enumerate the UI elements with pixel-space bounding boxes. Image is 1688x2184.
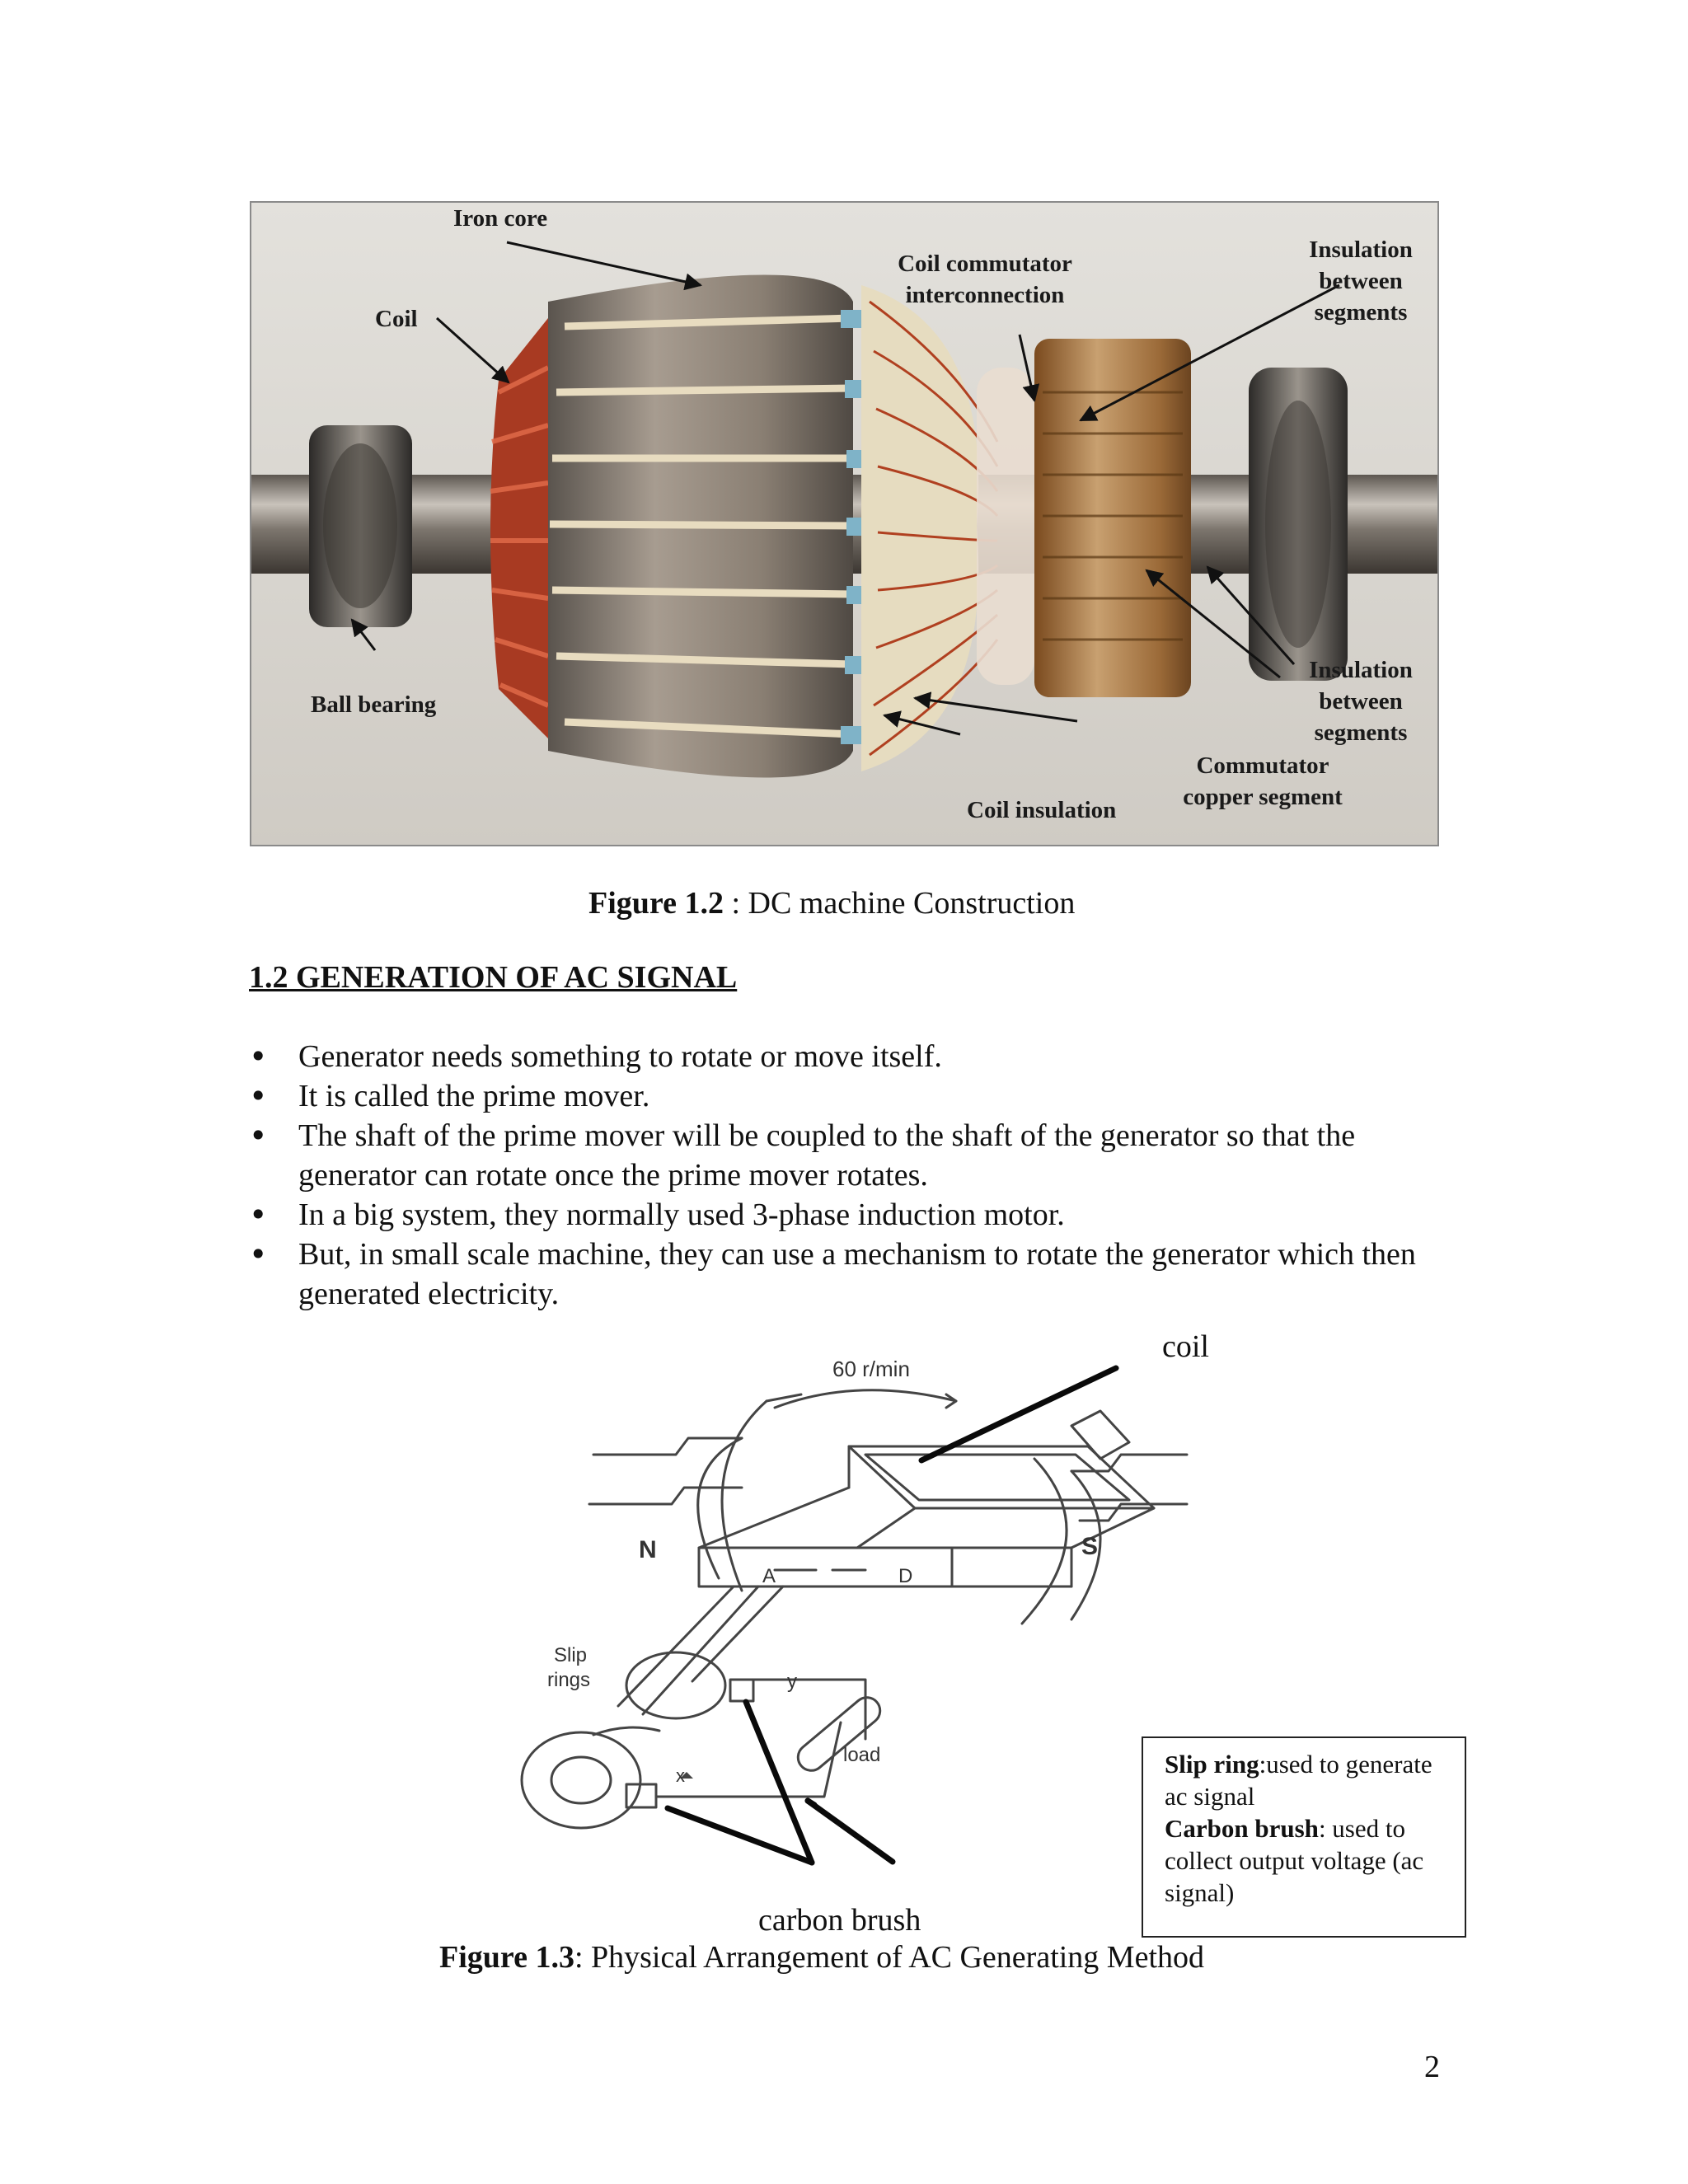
figure-1-2-caption: Figure 1.2 : DC machine Construction bbox=[588, 885, 1075, 921]
iron-core-label: Iron core bbox=[453, 205, 547, 232]
coil-label: Coil bbox=[375, 306, 418, 332]
coil-callout-label: coil bbox=[1162, 1329, 1209, 1364]
figure-1-2-caption-label: Figure 1.2 bbox=[588, 886, 724, 921]
insulation-top-label-line1: Insulation bbox=[1309, 237, 1413, 263]
point-a-label: A bbox=[762, 1565, 776, 1587]
slip-rings-label-line2: rings bbox=[547, 1669, 590, 1691]
insulation-bottom-label-line2: between bbox=[1319, 688, 1402, 715]
terminal-x-label: x bbox=[676, 1765, 685, 1786]
ball-bearing-label: Ball bearing bbox=[311, 691, 437, 718]
insulation-bottom-label-line3: segments bbox=[1315, 719, 1408, 746]
list-item: Generator needs something to rotate or m… bbox=[249, 1037, 1452, 1076]
bullet-list: Generator needs something to rotate or m… bbox=[249, 1037, 1452, 1314]
commutator-label-line2: copper segment bbox=[1183, 784, 1343, 810]
carbon-brush-callout-label: carbon brush bbox=[758, 1903, 921, 1938]
figure-1-3-caption-text: : Physical Arrangement of AC Generating … bbox=[574, 1940, 1205, 1975]
carbon-brush-term: Carbon brush bbox=[1165, 1814, 1319, 1843]
coil-insulation-label: Coil insulation bbox=[967, 797, 1116, 823]
figure-1-3-caption-label: Figure 1.3 bbox=[439, 1940, 574, 1975]
ac-generator-diagram: 60 r/min N S A D Slip rings x y load bbox=[495, 1335, 1220, 1904]
list-item: In a big system, they normally used 3-ph… bbox=[249, 1195, 1452, 1235]
insulation-top-label-line2: between bbox=[1319, 268, 1402, 294]
dc-armature-photo: Iron core Coil Coil commutator interconn… bbox=[250, 201, 1439, 846]
slip-ring-definition: :used to generate ac signal bbox=[1165, 1750, 1432, 1811]
terminal-y-label: y bbox=[787, 1671, 797, 1693]
north-pole-label: N bbox=[639, 1536, 657, 1563]
carbon-brush-definition: : used to collect output voltage (ac sig… bbox=[1165, 1814, 1424, 1907]
insulation-bottom-label-line1: Insulation bbox=[1309, 657, 1413, 683]
insulation-top-label-line3: segments bbox=[1315, 299, 1408, 326]
commutator-label-line1: Commutator bbox=[1196, 752, 1329, 779]
speed-label: 60 r/min bbox=[832, 1357, 910, 1381]
note-box: Slip ring:used to generate ac signal Car… bbox=[1142, 1736, 1466, 1938]
list-item: It is called the prime mover. bbox=[249, 1076, 1452, 1116]
list-item: But, in small scale machine, they can us… bbox=[249, 1235, 1452, 1314]
list-item: The shaft of the prime mover will be cou… bbox=[249, 1116, 1452, 1195]
south-pole-label: S bbox=[1081, 1533, 1098, 1560]
coil-commutator-label-line1: Coil commutator bbox=[898, 251, 1072, 277]
figure-1-3-caption: Figure 1.3: Physical Arrangement of AC G… bbox=[439, 1939, 1204, 1975]
section-heading: 1.2 GENERATION OF AC SIGNAL bbox=[249, 960, 738, 995]
slip-rings-label-line1: Slip bbox=[554, 1644, 587, 1666]
figure-1-2-caption-text: : DC machine Construction bbox=[723, 886, 1076, 921]
point-d-label: D bbox=[898, 1565, 912, 1587]
coil-commutator-label-line2: interconnection bbox=[906, 282, 1065, 308]
page-number: 2 bbox=[1424, 2050, 1440, 2084]
load-label: load bbox=[843, 1744, 880, 1766]
slip-ring-term: Slip ring bbox=[1165, 1750, 1259, 1779]
